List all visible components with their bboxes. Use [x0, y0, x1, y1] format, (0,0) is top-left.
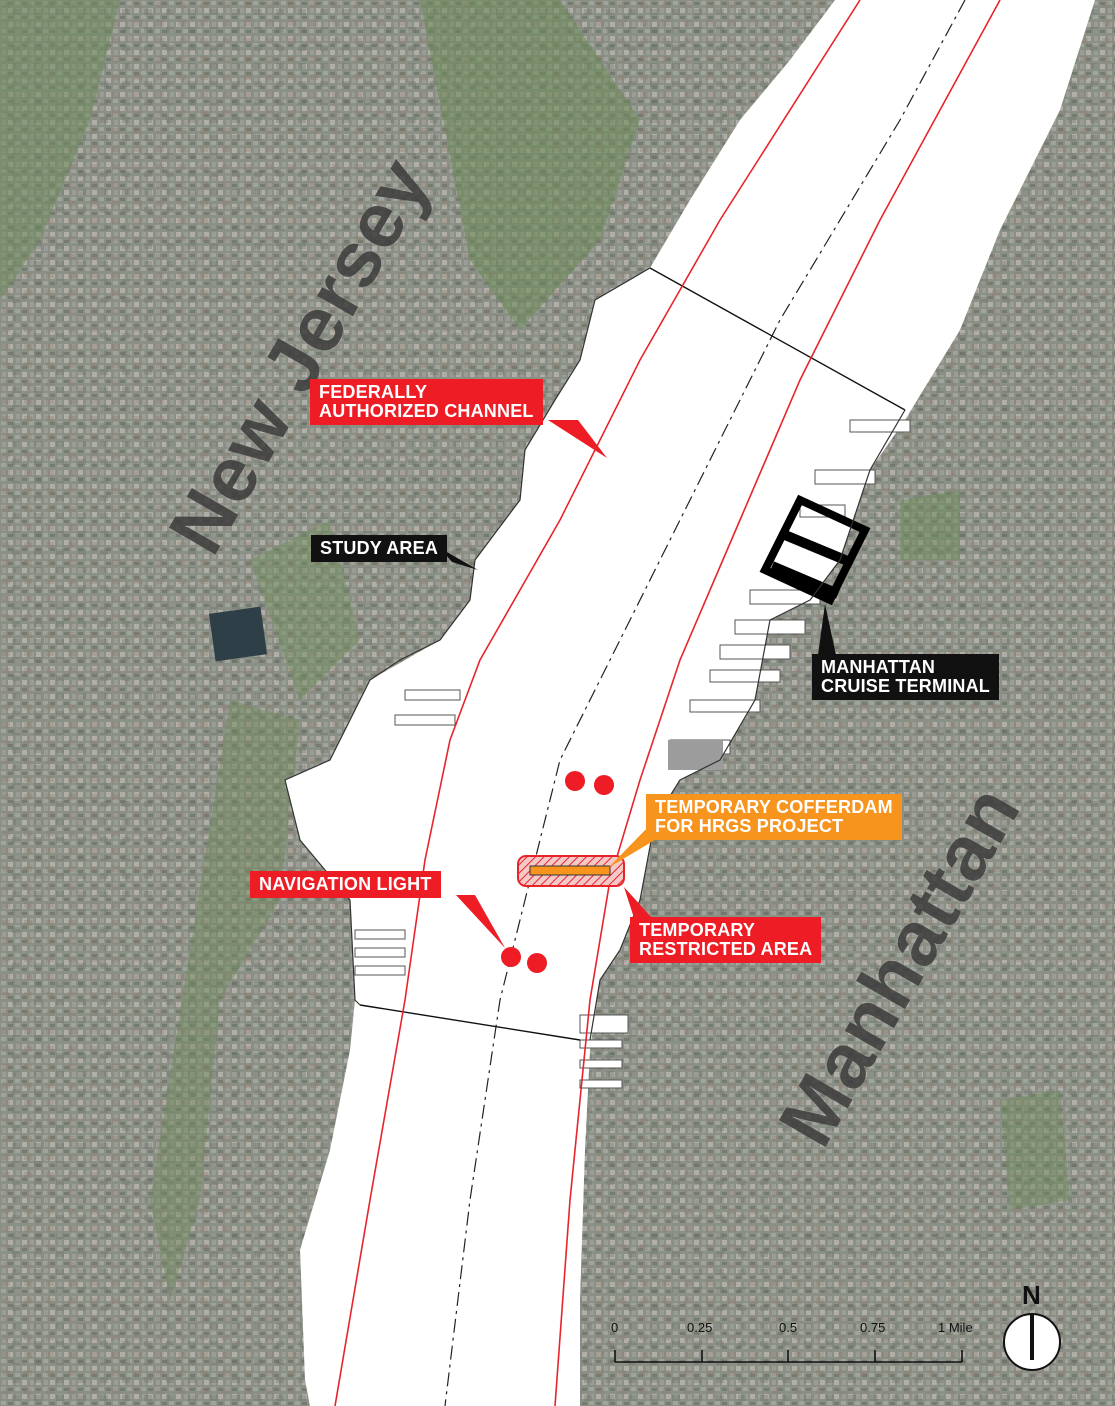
navigation-light-callout: NAVIGATION LIGHT — [250, 871, 441, 898]
west-piers — [354, 689, 461, 976]
green-patch — [900, 490, 960, 560]
federal-channel-pointer — [548, 420, 607, 458]
callout-line: NAVIGATION LIGHT — [259, 874, 432, 894]
green-patch — [420, 0, 640, 330]
scale-label: 0 — [611, 1320, 619, 1335]
cruise-terminal-pointer — [818, 604, 836, 655]
navigation-light — [527, 953, 547, 973]
grey-pier — [668, 740, 723, 770]
callout-line: TEMPORARY COFFERDAM — [655, 797, 893, 817]
restricted-area-callout: TEMPORARY RESTRICTED AREA — [630, 917, 822, 963]
scale-label: 0.75 — [860, 1320, 886, 1335]
channel-west-line — [334, 0, 861, 1406]
study-area-callout: STUDY AREA — [311, 535, 448, 562]
study-area-boundary-north — [649, 267, 906, 411]
callout-line: RESTRICTED AREA — [639, 939, 813, 959]
temporary-cofferdam — [529, 865, 611, 876]
study-area-pointer — [440, 548, 478, 570]
scale-label: 0.5 — [779, 1320, 798, 1335]
channel-centerline — [444, 0, 966, 1406]
navigation-light — [501, 947, 521, 967]
study-area-boundary-south — [359, 1004, 581, 1041]
callout-line: FOR HRGS PROJECT — [655, 816, 844, 836]
scale-bar — [614, 1350, 963, 1363]
north-label: N — [1022, 1280, 1041, 1310]
callout-line: STUDY AREA — [320, 538, 439, 558]
reservoir — [208, 606, 268, 662]
scale-label: 0.25 — [687, 1320, 713, 1335]
callout-line: FEDERALLY — [319, 382, 428, 402]
north-arrow-icon — [1003, 1313, 1061, 1371]
cruise-terminal-piers — [759, 494, 871, 606]
callout-line: AUTHORIZED CHANNEL — [319, 401, 534, 421]
federal-channel-callout: FEDERALLY AUTHORIZED CHANNEL — [310, 379, 543, 425]
navigation-light — [565, 771, 585, 791]
callout-line: CRUISE TERMINAL — [821, 676, 990, 696]
green-patch — [1000, 1090, 1070, 1210]
navigation-light — [594, 775, 614, 795]
scale-label: 1 Mile — [938, 1320, 973, 1335]
green-patch — [0, 0, 120, 300]
callout-line: TEMPORARY — [639, 920, 756, 940]
restricted-area-pointer — [624, 887, 652, 918]
cofferdam-callout: TEMPORARY COFFERDAM FOR HRGS PROJECT — [646, 794, 902, 840]
channel-east-line — [554, 0, 1001, 1406]
green-patch — [150, 700, 300, 1300]
cruise-terminal-callout: MANHATTAN CRUISE TERMINAL — [812, 654, 999, 700]
study-area-outline — [284, 267, 651, 1006]
callout-line: MANHATTAN — [821, 657, 936, 677]
green-patch — [250, 520, 360, 700]
navigation-light-pointer — [456, 895, 505, 948]
